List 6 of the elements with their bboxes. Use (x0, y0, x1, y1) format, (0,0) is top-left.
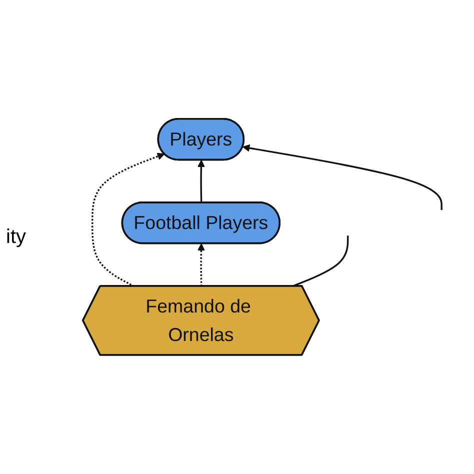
arrow (242, 144, 442, 210)
arrow (92, 152, 165, 288)
arrow (197, 243, 205, 286)
side-label: ity (6, 226, 27, 248)
connector (292, 236, 349, 288)
arrow (197, 160, 205, 203)
